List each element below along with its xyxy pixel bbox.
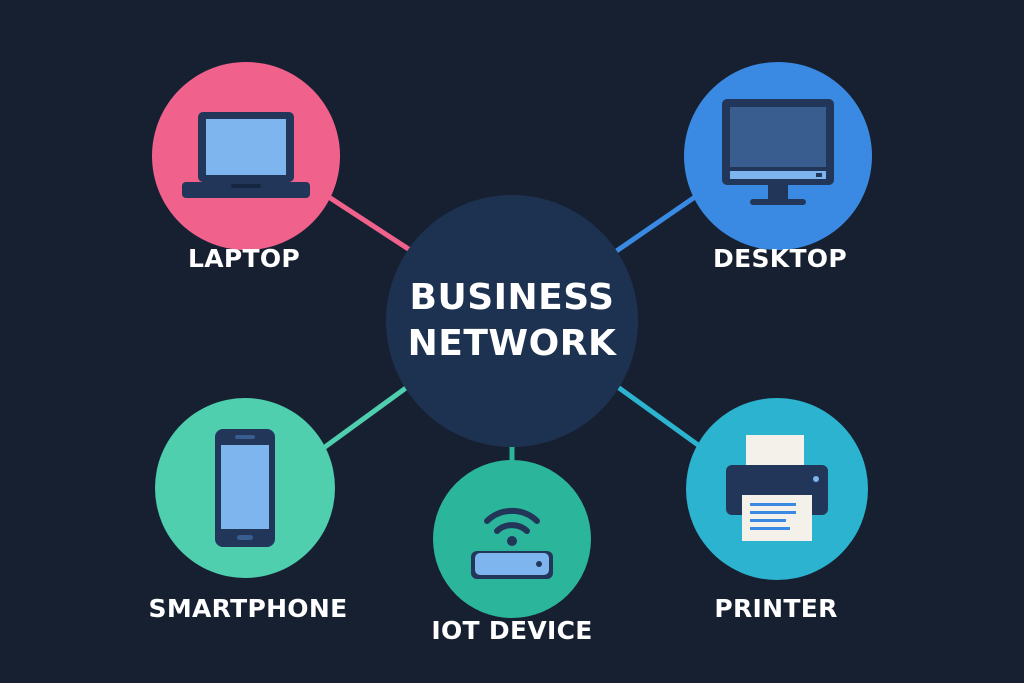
desktop-node (684, 62, 872, 250)
connector-smartphone (316, 382, 412, 455)
iot-device-node (433, 460, 591, 618)
laptop-label: LAPTOP (187, 244, 301, 273)
hub-title-line2: NETWORK (407, 323, 617, 364)
smartphone-icon (215, 429, 275, 547)
connector-laptop (316, 187, 412, 253)
connector-printer (613, 382, 707, 453)
laptop-node (152, 62, 340, 250)
printer-node (686, 398, 868, 580)
smartphone-label: SMARTPHONE (148, 594, 348, 623)
iot-device-label: IOT DEVICE (431, 616, 593, 645)
wifi-router-icon (471, 507, 553, 579)
laptop-icon (182, 112, 310, 198)
business-network-hub: BUSINESS NETWORK (386, 195, 638, 447)
desktop-monitor-icon (722, 99, 834, 205)
smartphone-node (155, 398, 335, 578)
printer-icon (726, 435, 828, 541)
desktop-label: DESKTOP (713, 244, 847, 273)
connector-desktop (613, 185, 710, 255)
printer-label: PRINTER (714, 594, 838, 623)
hub-title-line1: BUSINESS (409, 277, 615, 318)
